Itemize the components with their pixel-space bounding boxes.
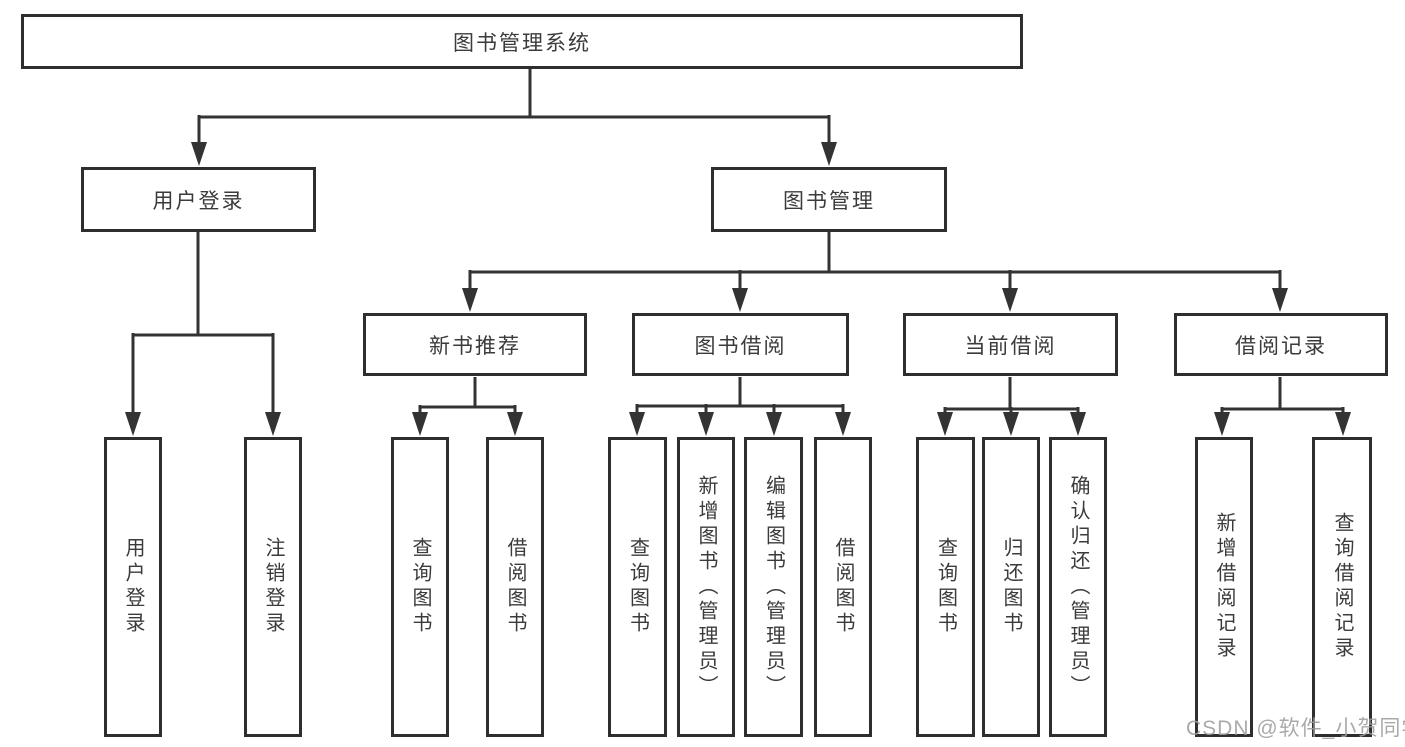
leaf-user-login: 用户登录 [104,437,162,737]
leaf-logout: 注销登录 [244,437,302,737]
leaf-newrec-query-books-label: 查询图书 [409,537,431,637]
csdn-watermark: CSDN @软件_小贺同学 [1186,717,1405,740]
leaf-newrec-borrow-books-label: 借阅图书 [504,537,526,637]
leaf-current-return-books-label: 归还图书 [1000,537,1022,637]
leaf-user-login-label: 用户登录 [122,537,144,637]
node-book-borrowing: 图书借阅 [632,313,849,376]
node-root: 图书管理系统 [21,14,1023,69]
leaf-current-confirm-return-admin-label: 确认归还（管理员） [1067,474,1089,700]
node-new-book-recommend: 新书推荐 [363,313,587,376]
leaf-records-query-record: 查询借阅记录 [1312,437,1372,737]
leaf-newrec-query-books: 查询图书 [391,437,449,737]
leaf-current-confirm-return-admin: 确认归还（管理员） [1049,437,1107,737]
leaf-borrow-add-books-admin: 新增图书（管理员） [677,437,735,737]
node-book-management-label: 图书管理 [783,189,875,213]
node-current-borrowing: 当前借阅 [903,313,1118,376]
node-borrowing-records-label: 借阅记录 [1235,334,1327,358]
leaf-current-query-books: 查询图书 [916,437,975,737]
node-borrowing-records: 借阅记录 [1174,313,1388,376]
leaf-borrow-edit-books-admin: 编辑图书（管理员） [744,437,803,737]
leaf-borrow-edit-books-admin-label: 编辑图书（管理员） [762,474,785,700]
leaf-current-query-books-label: 查询图书 [934,537,957,637]
leaf-borrow-borrow-books-label: 借阅图书 [832,537,854,637]
node-current-borrowing-label: 当前借阅 [964,334,1057,358]
node-new-book-recommend-label: 新书推荐 [429,334,521,358]
leaf-records-add-record-label: 新增借阅记录 [1213,512,1235,662]
leaf-logout-label: 注销登录 [262,537,284,637]
node-book-management: 图书管理 [711,167,947,232]
node-user-login-label: 用户登录 [152,189,245,213]
leaf-borrow-query-books: 查询图书 [608,437,667,737]
leaf-borrow-borrow-books: 借阅图书 [814,437,872,737]
node-root-label: 图书管理系统 [453,31,591,55]
leaf-records-add-record: 新增借阅记录 [1195,437,1253,737]
leaf-newrec-borrow-books: 借阅图书 [486,437,544,737]
node-book-borrowing-label: 图书借阅 [694,334,787,358]
leaf-current-return-books: 归还图书 [982,437,1040,737]
leaf-borrow-query-books-label: 查询图书 [626,537,649,637]
leaf-borrow-add-books-admin-label: 新增图书（管理员） [695,474,717,700]
leaf-records-query-record-label: 查询借阅记录 [1331,512,1353,662]
node-user-login: 用户登录 [81,167,316,232]
